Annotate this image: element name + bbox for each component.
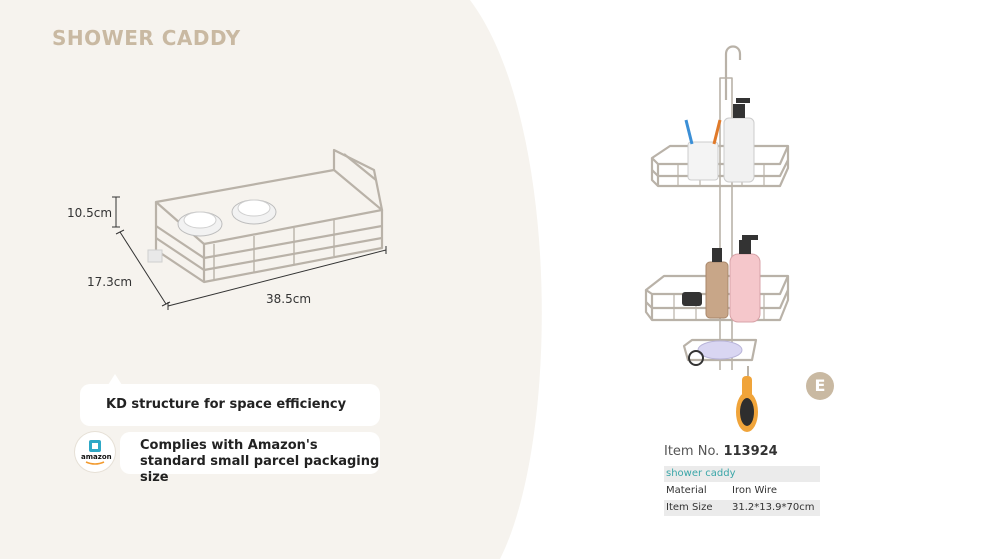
spec-row-material: Material Iron Wire <box>664 483 820 499</box>
feature-kd-structure-text: KD structure for space efficiency <box>106 397 347 412</box>
spec-value-material: Iron Wire <box>732 485 777 496</box>
feature-amazon-packaging-text: Complies with Amazon's standard small pa… <box>140 438 380 485</box>
feature-kd-structure: KD structure for space efficiency <box>80 384 380 426</box>
feature-amazon-packaging: Complies with Amazon's standard small pa… <box>120 432 380 485</box>
spec-row-size: Item Size 31.2*13.9*70cm <box>664 500 820 516</box>
dimension-height-label: 10.5cm <box>67 206 113 220</box>
callout-pointer <box>108 374 122 385</box>
basket-dimension-illustration <box>112 148 387 310</box>
item-number-value: 113924 <box>723 444 778 459</box>
spec-table: shower caddy Material Iron Wire Item Siz… <box>664 466 820 517</box>
spec-row-name: shower caddy <box>664 466 820 482</box>
item-number-label: Item No. <box>664 444 720 459</box>
variant-badge: E <box>806 372 834 400</box>
dimension-depth-label: 17.3cm <box>87 275 133 289</box>
product-name: shower caddy <box>666 468 736 479</box>
spec-value-size: 31.2*13.9*70cm <box>732 502 815 513</box>
item-number: Item No. 113924 <box>664 444 778 459</box>
dimension-width-label: 38.5cm <box>266 292 312 306</box>
spec-key-size: Item Size <box>666 502 713 513</box>
hanging-shower-caddy-illustration <box>644 45 790 432</box>
amazon-icon: amazon <box>75 432 115 472</box>
page-title: SHOWER CADDY <box>52 26 241 50</box>
spec-key-material: Material <box>666 485 707 496</box>
amazon-logo-text: amazon <box>81 453 112 461</box>
